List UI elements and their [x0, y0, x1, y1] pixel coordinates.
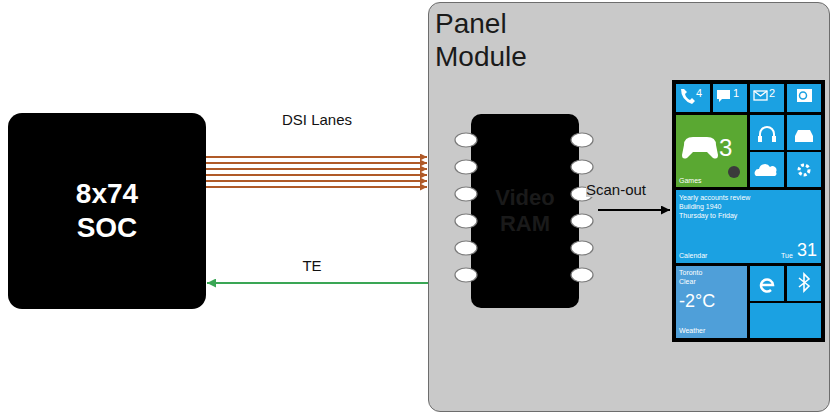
chip-label: Video RAM — [485, 185, 565, 237]
message-icon — [717, 90, 730, 102]
chip-pin — [571, 160, 593, 174]
scan-out-arrow — [598, 209, 670, 211]
headphone-icon — [760, 127, 774, 138]
signal-connector — [206, 156, 427, 158]
chip-pin — [455, 187, 477, 201]
tile — [787, 84, 821, 112]
mail-flap — [754, 91, 767, 96]
controller-icon — [682, 137, 718, 159]
mail-outline — [754, 91, 767, 100]
signal-name: TE — [299, 258, 324, 275]
chip-pin — [571, 268, 593, 282]
tile-text: Tue — [781, 252, 793, 259]
signal-name: DSI Lanes — [279, 112, 355, 129]
chip-pins — [455, 133, 593, 282]
signal-connector — [206, 174, 427, 176]
phone-icon — [681, 89, 695, 104]
chip-pin — [571, 214, 593, 228]
tile-count: 4 — [696, 88, 702, 99]
signal-label: Scan-out — [586, 182, 646, 197]
tile-text: Building 1940 — [679, 203, 721, 210]
headphone-cup — [772, 136, 776, 142]
tile-temperature: -2°C — [679, 292, 715, 310]
chip-pin — [455, 268, 477, 282]
tile-text: Clear — [679, 278, 696, 285]
outlook-square — [797, 89, 812, 102]
signal-connector — [206, 168, 427, 170]
mail-icon — [754, 91, 767, 100]
tile — [676, 115, 747, 187]
browser-icon — [761, 280, 773, 292]
tile-count: 2 — [769, 88, 775, 99]
tile — [713, 84, 747, 112]
tile-count: 3 — [719, 136, 732, 160]
soc-chip: 8x74 SOC — [8, 113, 206, 309]
chip-pin — [571, 241, 593, 255]
phone-screen — [672, 80, 825, 342]
signal-connector — [206, 162, 427, 164]
chip-pin — [455, 241, 477, 255]
avatar-icon — [728, 166, 740, 178]
signal-connector — [207, 282, 428, 284]
outlook-icon — [797, 89, 812, 102]
tile-caption: Games — [679, 177, 702, 184]
tile — [676, 266, 747, 338]
gear-icon — [799, 165, 809, 175]
tile — [787, 115, 821, 150]
tile-count: 1 — [733, 88, 739, 99]
tile-caption: Calendar — [679, 252, 707, 259]
tile — [676, 190, 821, 263]
tile-date: 31 — [797, 241, 817, 259]
tile — [787, 152, 821, 187]
tile-text: Yearly accounts review — [679, 194, 750, 201]
chip-pin — [455, 160, 477, 174]
signal-connector — [206, 186, 427, 188]
tile-caption: Weather — [679, 327, 705, 334]
car-icon — [795, 130, 813, 142]
headphone-cup — [758, 136, 762, 142]
video-ram-chip: Video RAM — [471, 114, 579, 308]
tile — [750, 266, 784, 301]
cloud-icon — [755, 164, 777, 176]
chip-pin — [455, 133, 477, 147]
outlook-ring — [800, 92, 807, 99]
tile — [676, 84, 710, 112]
tile-text: Toronto — [679, 269, 702, 276]
chip-label: 8x74 SOC — [59, 177, 155, 244]
tile — [750, 303, 821, 338]
chip-pin — [455, 214, 477, 228]
tile-text: Thursday to Friday — [679, 212, 737, 219]
tile — [750, 115, 784, 150]
screen-ground — [672, 80, 825, 342]
module-title: Panel Module — [435, 7, 575, 73]
tile — [750, 84, 784, 112]
bluetooth-icon — [799, 274, 809, 291]
chip-pin — [571, 133, 593, 147]
tile — [750, 152, 784, 187]
signal-connector — [206, 180, 427, 182]
tile — [787, 266, 821, 301]
